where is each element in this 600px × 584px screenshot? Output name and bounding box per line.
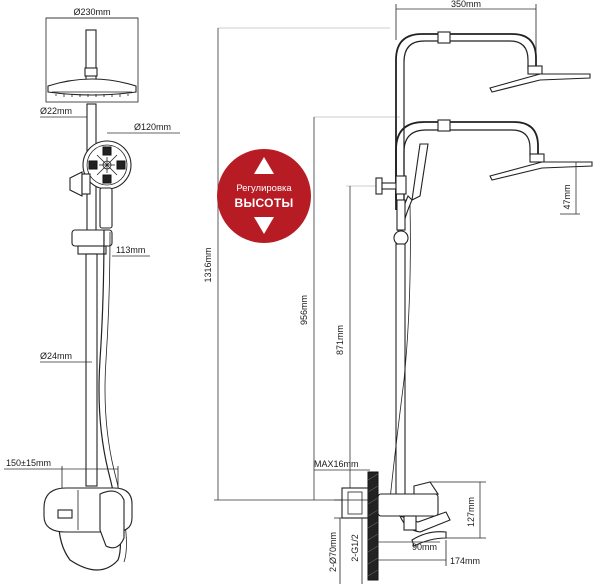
lower-height-label: 956mm xyxy=(299,295,309,325)
thread-label: 2-G1/2 xyxy=(350,534,360,562)
arm-length-label: 350mm xyxy=(451,0,481,9)
pipe-diameter-label: Ø24mm xyxy=(40,351,72,361)
hand-shower-front xyxy=(82,140,132,229)
upper-shower-arm xyxy=(395,33,537,200)
inlet-diameter-label: 2-Ø70mm xyxy=(328,532,338,572)
height-adjust-badge: Регулировка ВЫСОТЫ xyxy=(217,149,311,243)
lower-rain-head xyxy=(489,161,593,181)
upper-rain-head xyxy=(489,73,591,93)
left-view: Ø230mm Ø22mm xyxy=(4,7,180,571)
badge-line-1: Регулировка xyxy=(236,183,292,194)
spout-offset-label: 90mm xyxy=(412,542,437,552)
center-distance-label: 150±15mm xyxy=(6,458,51,468)
head-diameter-label: Ø230mm xyxy=(73,7,110,17)
total-height-label: 1316mm xyxy=(203,247,213,282)
arrow-up-icon xyxy=(254,157,274,174)
head-offset-label: 47mm xyxy=(562,184,572,209)
hand-shower-side xyxy=(411,143,429,201)
spout-length-label: 174mm xyxy=(450,556,480,566)
slider-bracket xyxy=(71,229,113,247)
mixer-front xyxy=(43,487,133,549)
wall-section xyxy=(367,471,379,581)
arrow-down-icon xyxy=(254,217,274,234)
bracket-offset-label: 113mm xyxy=(116,245,145,255)
badge-circle xyxy=(217,149,311,243)
mixer-side xyxy=(377,481,451,547)
right-view: 1316mm 956mm 871mm 350mm 47mm xyxy=(203,0,593,584)
hand-shower-diameter-label: Ø120mm xyxy=(134,122,171,132)
rain-head-side-view xyxy=(47,78,137,96)
lower-shower-arm xyxy=(395,121,539,210)
badge-line-2: ВЫСОТЫ xyxy=(235,196,294,210)
spout-height-label: 127mm xyxy=(466,497,476,527)
pipe-top-diameter-label: Ø22mm xyxy=(40,106,72,116)
slider-height-label: 871mm xyxy=(335,325,345,355)
max-label: MAX16mm xyxy=(314,459,359,469)
